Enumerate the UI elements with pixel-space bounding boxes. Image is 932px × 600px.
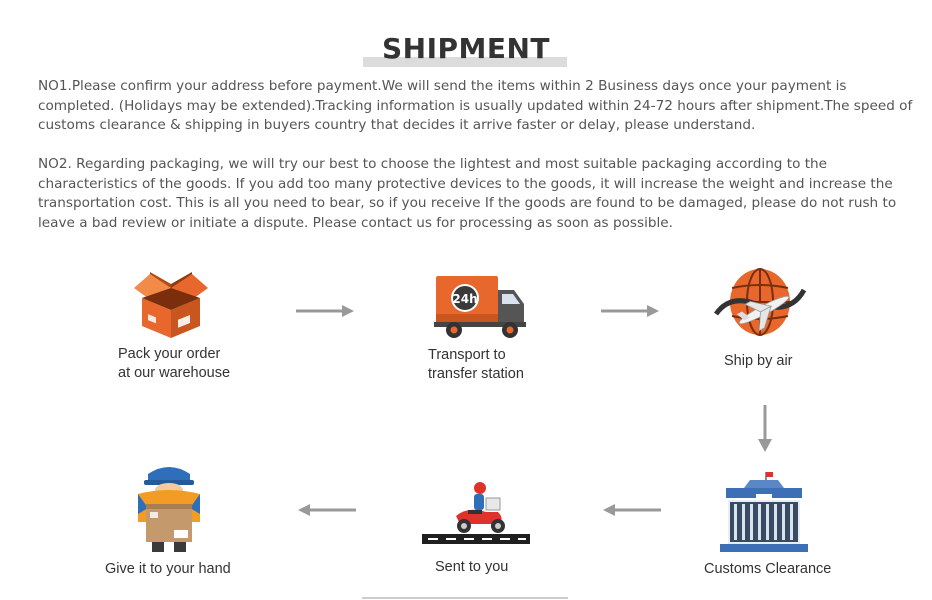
delivery-scooter-icon: [422, 482, 530, 544]
step-give-label: Give it to your hand: [105, 561, 231, 577]
step-sent-label: Sent to you: [435, 559, 509, 575]
arrow-down-icon: [758, 405, 772, 452]
step-transport-label: Transport to transfer station: [428, 347, 524, 382]
globe-airplane-icon: [713, 268, 807, 336]
page-title: SHIPMENT: [381, 32, 551, 65]
open-box-icon: [134, 272, 208, 338]
delivery-truck-24h-icon: 24h: [434, 276, 526, 338]
step-pack-label: Pack your order at our warehouse: [118, 346, 231, 381]
arrow-left-icon: [603, 504, 661, 516]
customs-building-icon: [720, 472, 808, 552]
step-air-label: Ship by air: [724, 353, 793, 369]
packaging-notice-paragraph: NO2. Regarding packaging, we will try ou…: [38, 156, 897, 231]
courier-holding-package-icon: [138, 467, 200, 552]
shipping-notice-paragraph: NO1.Please confirm your address before p…: [38, 78, 913, 133]
arrow-right-icon: [601, 305, 659, 317]
bottom-divider: [362, 597, 568, 599]
svg-text:24h: 24h: [452, 292, 477, 306]
title-underline-bar: [363, 57, 567, 67]
arrow-left-icon: [298, 504, 356, 516]
step-customs-label: Customs Clearance: [704, 561, 832, 577]
arrow-right-icon: [296, 305, 354, 317]
